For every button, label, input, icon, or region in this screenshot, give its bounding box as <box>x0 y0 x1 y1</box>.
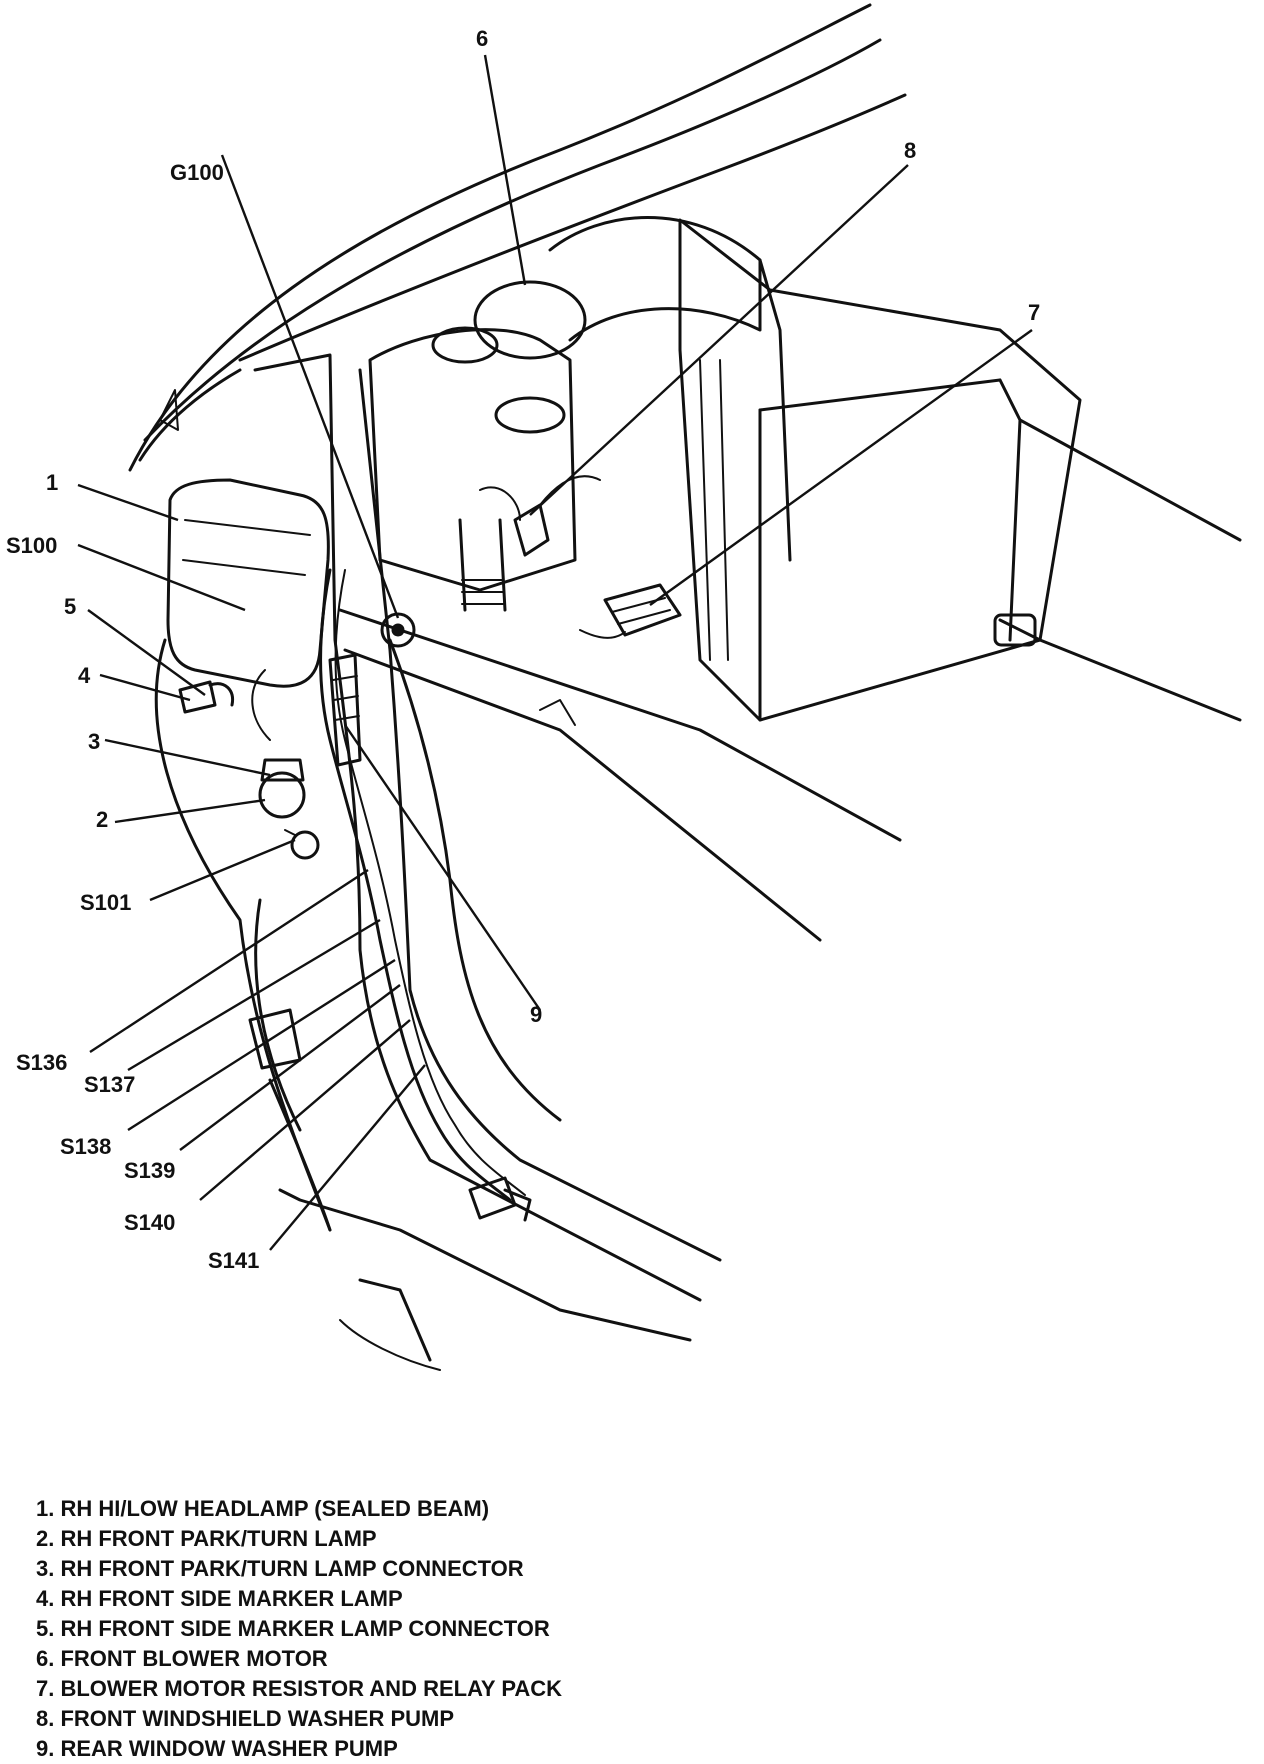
callout-4: 4 <box>78 663 91 688</box>
callout-8: 8 <box>904 138 917 163</box>
legend-item: 4. RH FRONT SIDE MARKER LAMP <box>36 1586 403 1611</box>
cross-member-bottom <box>343 648 822 942</box>
leader-lines <box>77 54 1033 1251</box>
callout-6: 6 <box>476 26 489 51</box>
callout-s140: S140 <box>124 1210 176 1235</box>
callout-s138: S138 <box>60 1134 112 1159</box>
callout-s136: S136 <box>16 1050 68 1075</box>
side-marker-lamp <box>178 680 235 714</box>
washer-reservoir <box>368 326 577 612</box>
fender-side <box>154 638 332 1232</box>
fender-inner <box>254 898 302 1132</box>
cross-member-top <box>338 608 902 842</box>
resistor-relay-pack <box>579 583 682 639</box>
blower-housing <box>678 218 1242 722</box>
cross-member-break <box>539 699 576 726</box>
callout-7: 7 <box>1028 300 1041 325</box>
headlamp <box>166 478 330 688</box>
harness-end-connector <box>468 1176 532 1222</box>
legend-item: 1. RH HI/LOW HEADLAMP (SEALED BEAM) <box>36 1496 490 1521</box>
bumper-lower <box>278 1188 692 1342</box>
callout-5: 5 <box>64 594 77 619</box>
callout-s137: S137 <box>84 1072 136 1097</box>
washer-pump <box>479 475 601 557</box>
bumper-lower-3 <box>339 1319 441 1371</box>
legend-item: 2. RH FRONT PARK/TURN LAMP <box>36 1526 377 1551</box>
blower-motor <box>473 216 792 562</box>
lower-bracket <box>248 1008 302 1070</box>
wiring-harness <box>319 568 512 1202</box>
ground-g100-bolt <box>380 612 416 648</box>
lower-body <box>268 1078 332 1232</box>
callout-g100: G100 <box>170 160 224 185</box>
legend-item: 5. RH FRONT SIDE MARKER LAMP CONNECTOR <box>36 1616 550 1641</box>
component-legend: 1. RH HI/LOW HEADLAMP (SEALED BEAM) 2. R… <box>36 1494 562 1764</box>
radiator-support-right <box>358 368 722 1262</box>
callout-s141: S141 <box>208 1248 260 1273</box>
radiator-support-left <box>253 353 702 1302</box>
legend-item: 6. FRONT BLOWER MOTOR <box>36 1646 328 1671</box>
bumper-lower-2 <box>358 1278 432 1362</box>
callout-s139: S139 <box>124 1158 176 1183</box>
hood-edge <box>128 3 872 472</box>
callout-s100: S100 <box>6 533 58 558</box>
legend-item: 7. BLOWER MOTOR RESISTOR AND RELAY PACK <box>36 1676 563 1701</box>
hood-edge-inner <box>143 38 882 442</box>
radiator-support-edge <box>388 638 562 1122</box>
legend-item: 9. REAR WINDOW WASHER PUMP <box>36 1736 398 1761</box>
hood-edge-lower <box>238 93 907 362</box>
fender-outer <box>138 368 242 462</box>
park-turn-lamp <box>251 669 306 819</box>
legend-item: 3. RH FRONT PARK/TURN LAMP CONNECTOR <box>36 1556 524 1581</box>
callout-9: 9 <box>530 1002 543 1027</box>
legend-item: 8. FRONT WINDSHIELD WASHER PUMP <box>36 1706 455 1731</box>
callout-3: 3 <box>88 729 101 754</box>
callout-2: 2 <box>96 807 109 832</box>
callout-1: 1 <box>46 470 59 495</box>
callout-s101: S101 <box>80 890 132 915</box>
splice-s101-connector <box>284 829 320 860</box>
